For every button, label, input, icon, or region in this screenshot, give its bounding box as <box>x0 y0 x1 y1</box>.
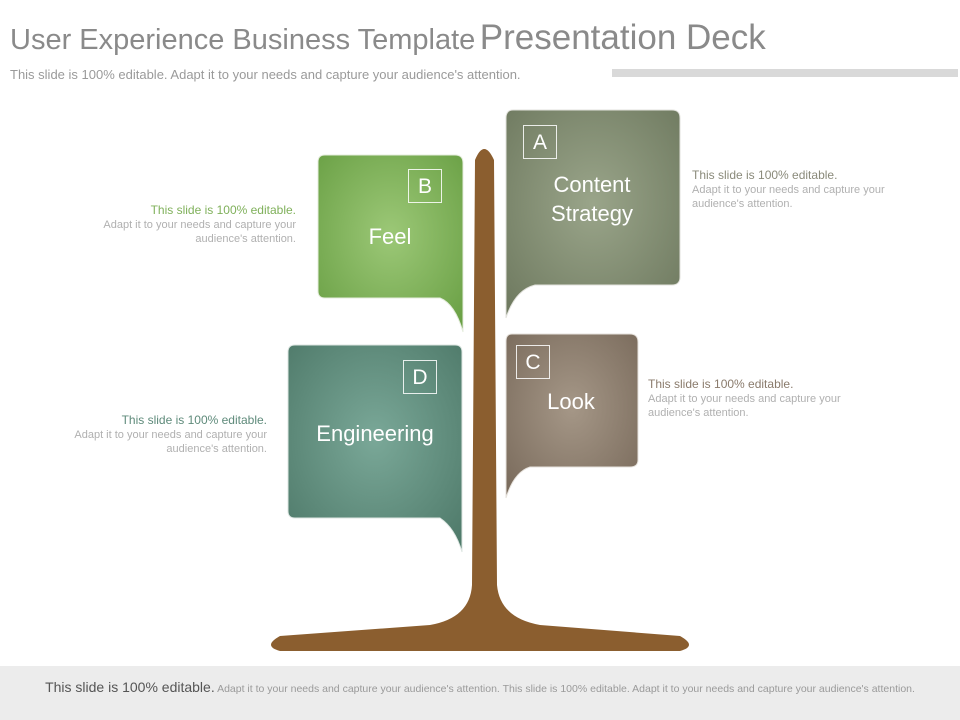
card-b-shape <box>317 154 464 333</box>
description-a-head: This slide is 100% editable. <box>692 168 838 182</box>
card-a-letter: A <box>523 125 557 159</box>
description-c-body: Adapt it to your needs and capture your … <box>648 392 841 420</box>
title-part-1: User Experience Business Template <box>10 24 476 56</box>
footer-bar: This slide is 100% editable. Adapt it to… <box>0 666 960 720</box>
slide-subtitle: This slide is 100% editable. Adapt it to… <box>10 67 521 82</box>
card-c-label: Look <box>547 389 595 414</box>
card-a-label: Content Strategy <box>551 172 633 226</box>
description-c: This slide is 100% editable. Adapt it to… <box>648 377 848 421</box>
card-d-letter: D <box>403 360 437 394</box>
card-a-shape <box>505 109 681 319</box>
card-b-label: Feel <box>368 224 412 249</box>
tree-trunk <box>271 149 689 651</box>
title-divider-bar <box>612 69 958 77</box>
footer-lead: This slide is 100% editable. <box>45 679 215 695</box>
description-a: This slide is 100% editable. Adapt it to… <box>692 168 892 212</box>
description-b-head: This slide is 100% editable. <box>150 203 296 217</box>
description-d-body: Adapt it to your needs and capture your … <box>74 428 267 456</box>
description-b-body: Adapt it to your needs and capture your … <box>103 218 296 246</box>
card-c-shape <box>505 333 639 499</box>
card-c-letter: C <box>516 345 550 379</box>
description-b: This slide is 100% editable. Adapt it to… <box>96 203 296 247</box>
description-a-body: Adapt it to your needs and capture your … <box>692 183 885 211</box>
slide-title: User Experience Business Template Presen… <box>10 18 950 58</box>
card-b-letter: B <box>408 169 442 203</box>
footer-text: This slide is 100% editable. Adapt it to… <box>20 680 940 696</box>
description-c-head: This slide is 100% editable. <box>648 377 794 391</box>
description-d-head: This slide is 100% editable. <box>121 413 267 427</box>
card-d-shape <box>287 344 463 553</box>
title-part-2: Presentation Deck <box>479 18 766 57</box>
card-d-label: Engineering <box>316 421 434 446</box>
footer-rest: Adapt it to your needs and capture your … <box>217 683 915 695</box>
description-d: This slide is 100% editable. Adapt it to… <box>67 413 267 457</box>
